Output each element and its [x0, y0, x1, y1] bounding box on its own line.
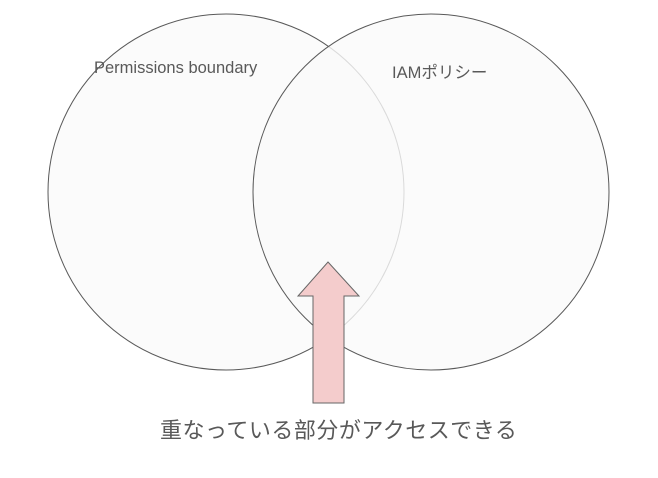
caption: 重なっている部分がアクセスできる [160, 419, 518, 444]
up-arrow [296, 261, 361, 404]
iam-policy-label: IAMポリシー [392, 64, 488, 82]
permissions-boundary-label: Permissions boundary [94, 59, 258, 77]
